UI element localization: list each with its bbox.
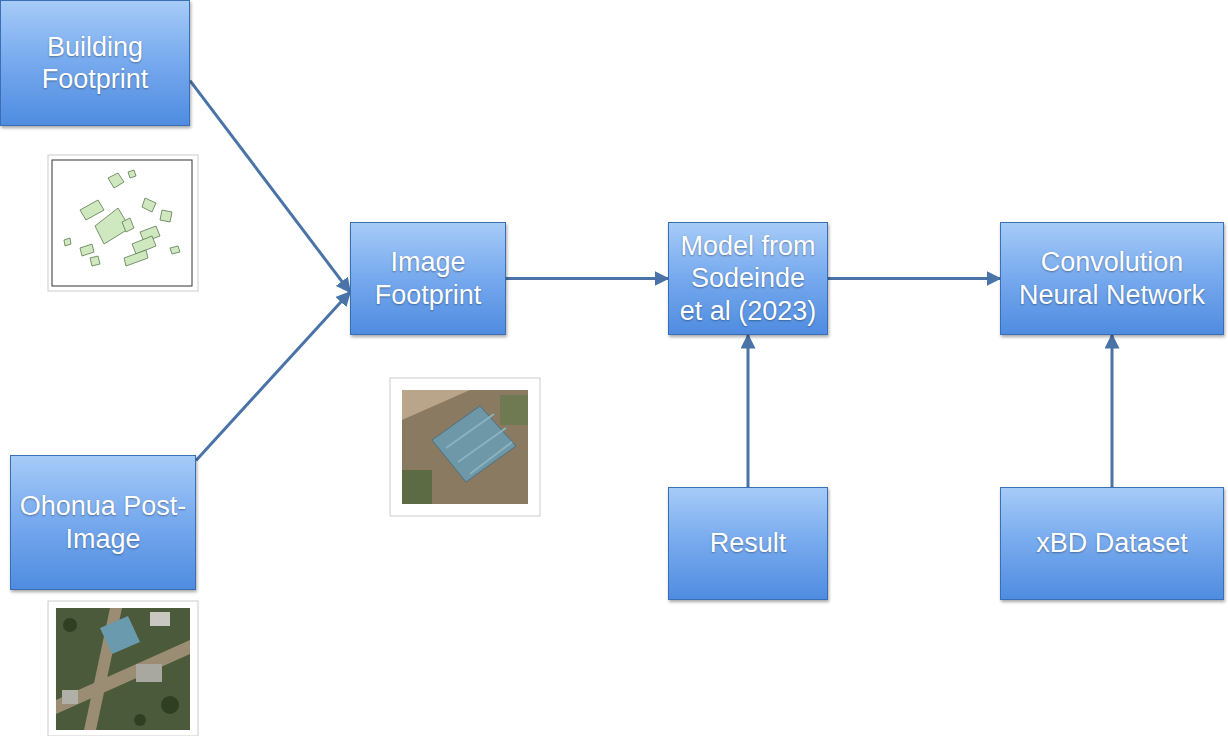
- footprint-thumbnail: [48, 155, 198, 291]
- box-label: Result: [710, 527, 787, 559]
- arrow-connector: [1111, 335, 1114, 487]
- process-box: Model from Sodeinde et al (2023): [668, 222, 828, 335]
- arrow-connector: [190, 81, 350, 292]
- arrow-connector: [506, 277, 668, 280]
- arrow-connector: [196, 292, 350, 460]
- arrow-connector: [828, 277, 1000, 280]
- arrow-connector: [747, 335, 750, 487]
- process-box: Ohonua Post-Image: [10, 455, 196, 590]
- post-image-thumbnail: [48, 601, 198, 736]
- process-box: Convolution Neural Network: [1000, 222, 1224, 335]
- image-footprint-thumbnail: [390, 378, 540, 516]
- process-box: xBD Dataset: [1000, 487, 1224, 600]
- process-box: Image Footprint: [350, 222, 506, 335]
- box-label: Convolution Neural Network: [1009, 246, 1215, 311]
- process-box: Building Footprint: [0, 0, 190, 126]
- box-label: Image Footprint: [359, 246, 497, 311]
- box-label: Ohonua Post-Image: [19, 490, 187, 555]
- box-label: xBD Dataset: [1036, 527, 1188, 559]
- process-box: Result: [668, 487, 828, 600]
- box-label: Building Footprint: [9, 31, 181, 96]
- box-label: Model from Sodeinde et al (2023): [677, 230, 819, 327]
